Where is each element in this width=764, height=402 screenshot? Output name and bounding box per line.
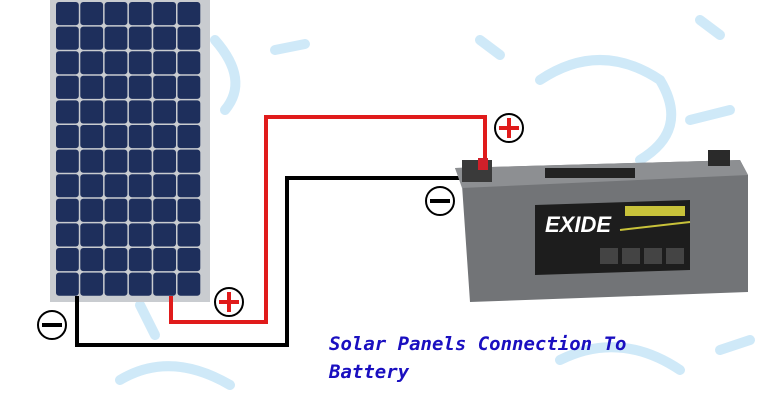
solar-cell [80,75,104,99]
solar-cell [56,125,79,149]
solar-cell [177,26,201,50]
solar-cell [80,100,104,124]
solar-cell [80,248,104,272]
solar-cell [153,272,176,296]
solar-cell [80,2,104,26]
solar-cell [104,75,128,99]
solar-cell [177,198,201,222]
solar-cell [104,223,128,247]
solar-cell [104,100,128,124]
solar-cell [128,174,152,198]
solar-cell [56,223,79,247]
solar-cell [80,198,104,222]
solar-cell [128,100,152,124]
solar-cell [128,75,152,99]
solar-cell [104,125,128,149]
diagram-caption: Solar Panels Connection To Battery [329,333,627,383]
solar-cell [128,272,152,296]
solar-cell [104,26,128,50]
solar-cell [56,198,79,222]
exide-logo: EXIDE [545,212,612,237]
solar-cell [80,26,104,50]
solar-cell [104,198,128,222]
solar-cell [177,248,201,272]
solar-cell [80,174,104,198]
solar-cell [104,272,128,296]
watermark-bulbs [115,15,755,390]
solar-cell [128,149,152,173]
solar-cell [177,100,201,124]
solar-cell [104,149,128,173]
solar-panel [50,0,210,302]
solar-cell [128,125,152,149]
solar-cell [153,198,176,222]
solar-cell [153,51,176,75]
solar-cell [153,26,176,50]
positive-wire [169,115,487,324]
solar-cell [177,51,201,75]
solar-cell [128,2,152,26]
solar-cell [153,149,176,173]
solar-cell [56,100,79,124]
solar-cell [177,272,201,296]
battery: EXIDE [455,150,748,302]
solar-cell [153,223,176,247]
positive-symbol-battery [494,113,524,143]
solar-cell [128,198,152,222]
negative-symbol-battery [425,186,455,216]
solar-cell [80,272,104,296]
solar-cell [104,174,128,198]
solar-cell [128,248,152,272]
solar-cell [153,125,176,149]
solar-cell [80,223,104,247]
solar-cell [153,248,176,272]
negative-symbol-panel [37,310,67,340]
solar-cell [56,51,79,75]
solar-cell [80,125,104,149]
solar-cell [153,100,176,124]
solar-cell [177,2,201,26]
solar-cell [104,51,128,75]
solar-cell [56,26,79,50]
solar-cell [177,75,201,99]
solar-cell [153,75,176,99]
solar-cell [104,248,128,272]
solar-cell [177,174,201,198]
solar-cell [128,223,152,247]
solar-cell [153,174,176,198]
solar-cell [128,26,152,50]
solar-cell [128,51,152,75]
solar-cell [56,2,79,26]
solar-cell [153,2,176,26]
solar-cell [177,223,201,247]
solar-cell [104,2,128,26]
solar-cell [177,149,201,173]
solar-cell [80,149,104,173]
solar-cell [56,272,79,296]
solar-cell [56,149,79,173]
solar-cell [56,174,79,198]
solar-cell [80,51,104,75]
solar-cell [56,75,79,99]
negative-wire [75,176,478,347]
solar-cell [56,248,79,272]
solar-cell [177,125,201,149]
positive-symbol-panel [214,287,244,317]
